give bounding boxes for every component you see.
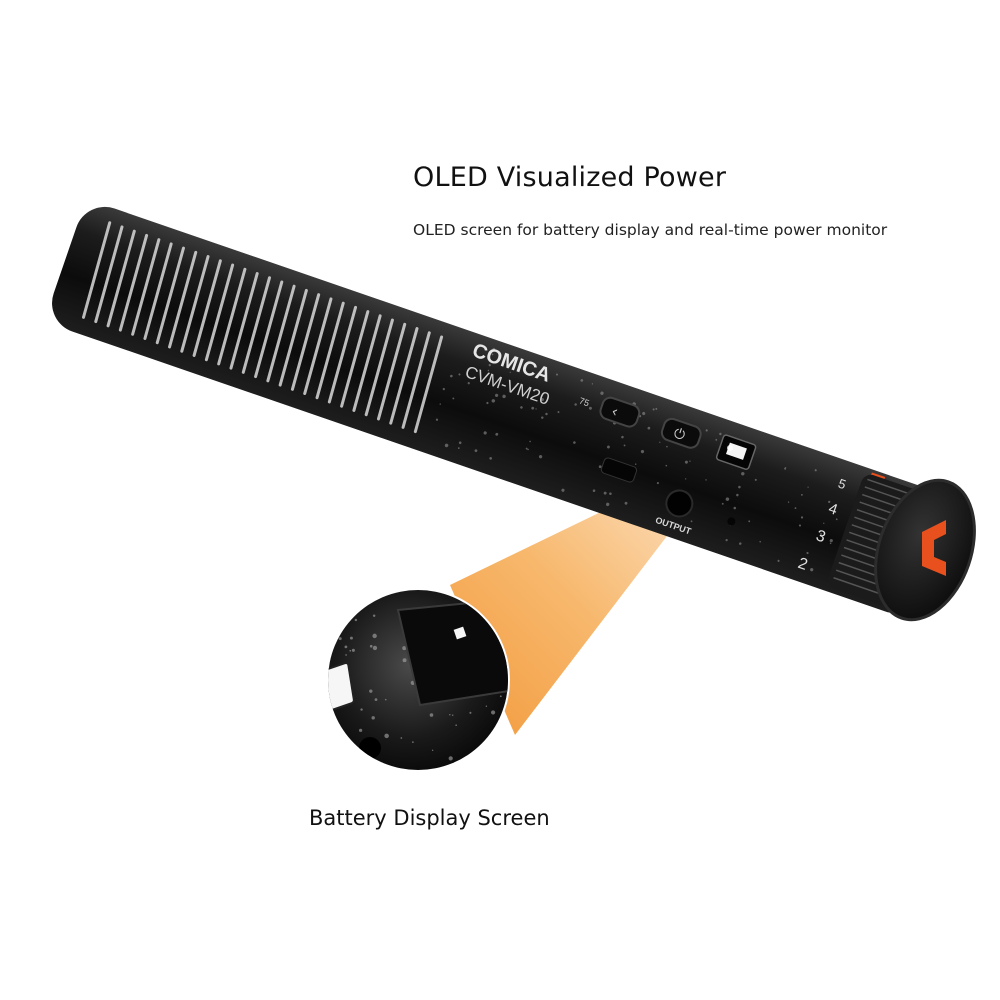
body-speckles <box>435 347 838 572</box>
battery-display-caption: Battery Display Screen <box>309 806 550 830</box>
magnifier-view <box>328 590 508 770</box>
grille-slots <box>81 221 444 434</box>
power-icon: ⏻ <box>671 425 687 444</box>
switch-slot <box>600 457 638 483</box>
microphone-body: COMICA CVM-VM20 75 ‹ ⏻ OUTPUT 2 3 4 5 <box>52 206 948 614</box>
power-button[interactable] <box>660 417 703 450</box>
mode-button[interactable] <box>598 396 641 429</box>
dial-number-5: 5 <box>836 476 848 493</box>
magnified-battery-icon <box>328 661 355 723</box>
headline: OLED Visualized Power <box>413 162 727 193</box>
brand-logo-icon <box>922 520 946 576</box>
subline: OLED screen for battery display and real… <box>413 221 888 239</box>
magnified-mic-hole <box>359 737 381 759</box>
chevron-icon: ‹ <box>609 402 621 421</box>
mic-hole <box>727 517 736 526</box>
button-number: 75 <box>578 396 591 409</box>
output-port <box>665 489 694 518</box>
